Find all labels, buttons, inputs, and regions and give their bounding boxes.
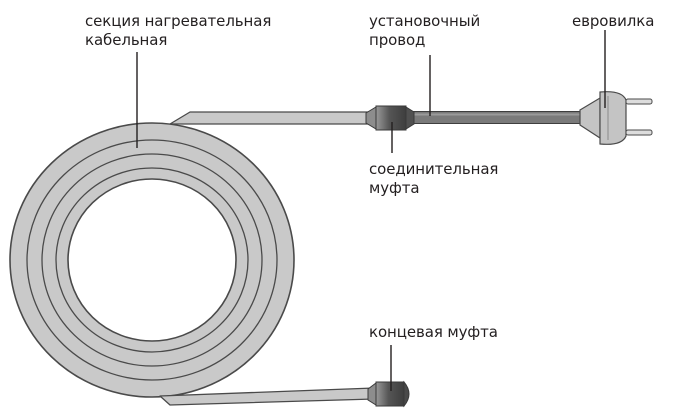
coil-turn bbox=[26, 139, 278, 381]
connecting-coupling-shape bbox=[365, 105, 415, 131]
leader-lines bbox=[136, 30, 606, 391]
coil-hole bbox=[67, 178, 237, 342]
label-install-wire: установочный провод bbox=[369, 12, 481, 49]
cable-top-lead bbox=[169, 111, 373, 125]
plug-pin bbox=[625, 98, 653, 105]
cable-coil bbox=[9, 122, 295, 398]
label-heating-section: секция нагревательная кабельная bbox=[85, 12, 272, 49]
label-connecting-coupling: соединительная муфта bbox=[369, 160, 499, 197]
install-wire bbox=[407, 111, 583, 124]
coil-turn bbox=[55, 167, 249, 353]
label-euro-plug: евровилка bbox=[572, 12, 655, 30]
euro-plug-shape bbox=[579, 91, 653, 145]
install-wire-highlight bbox=[408, 113, 582, 116]
plug-pin bbox=[625, 129, 653, 136]
end-coupling-shape bbox=[367, 380, 410, 408]
label-end-coupling: концевая муфта bbox=[369, 323, 498, 341]
coil-turn bbox=[41, 153, 263, 367]
